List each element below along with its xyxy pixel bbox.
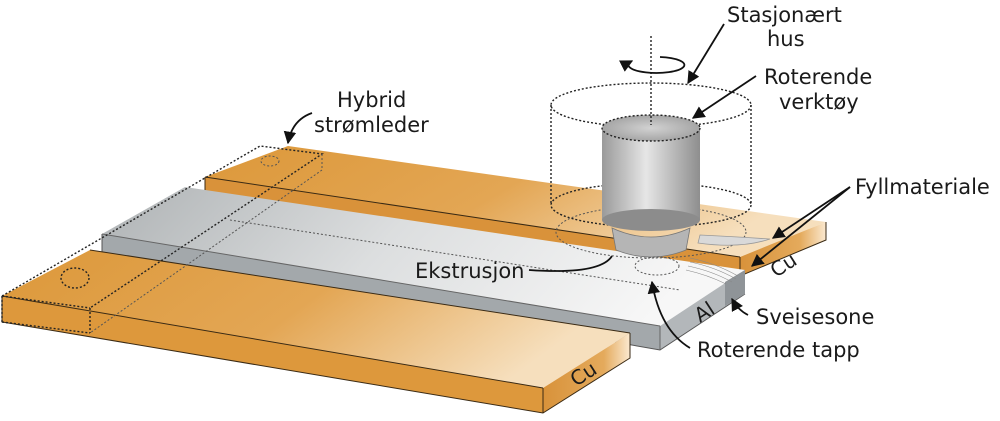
label-rotating-tool-2: verktøy: [779, 90, 859, 114]
label-stationary-housing-1: Stasjonært: [727, 3, 842, 27]
hybrid-conductor-outline: [1, 145, 324, 334]
arrow-stationary-housing: [687, 23, 725, 85]
rotating-tool: [601, 114, 771, 276]
label-hybrid-conductor-1: Hybrid: [337, 88, 406, 112]
arrow-filler-material-2: [751, 186, 851, 267]
label-filler-material: Fyllmateriale: [855, 175, 990, 199]
arrow-rotating-pin: [647, 280, 691, 349]
weld-ripples: [685, 257, 739, 285]
rotation-indicator: [619, 36, 686, 125]
arrow-weld-zone: [731, 297, 749, 316]
arrow-filler-material-1: [771, 186, 851, 239]
label-weld-zone: Sveisesone: [756, 305, 874, 329]
label-hybrid-conductor-2: strømleder: [314, 113, 429, 137]
arrow-rotating-tool: [691, 75, 757, 119]
label-rotating-tool-1: Roterende: [764, 65, 872, 89]
arrow-hybrid-conductor: [283, 112, 313, 145]
label-stationary-housing-2: hus: [767, 27, 805, 51]
label-extrusion: Ekstrusjon: [415, 259, 524, 283]
line-extrusion: [528, 255, 613, 272]
label-rotating-pin: Roterende tapp: [697, 338, 860, 362]
